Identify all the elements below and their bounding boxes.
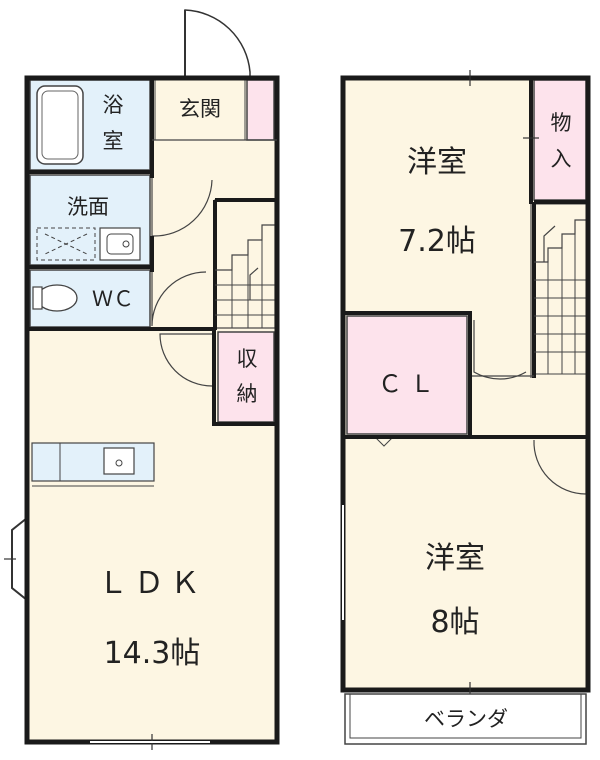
closet [346, 315, 468, 435]
kitchen-counter [31, 442, 155, 482]
floor-1: 浴 室 玄関 洗面 ＷＣ [4, 9, 280, 750]
closet-door-mark [375, 437, 393, 447]
stairs-2f-steps [534, 219, 586, 263]
entrance-floor [154, 79, 246, 141]
stairs-2f [533, 203, 587, 375]
veranda [344, 693, 587, 745]
washbasin-drain [122, 240, 130, 248]
wc-label: ＷＣ [92, 287, 134, 311]
kitchen-sink [103, 447, 135, 475]
wc-door-swing [151, 271, 207, 327]
western-room-2-label: 洋室 [425, 541, 485, 576]
washroom-door-swing [151, 178, 213, 237]
ldk-label: ＬＤＫ [98, 566, 206, 601]
room-1-door-swing [473, 320, 527, 380]
storeroom-label-2: 入 [551, 147, 572, 171]
storage-1f [217, 331, 275, 423]
stairs-1f-arrow [249, 267, 259, 300]
western-room-1-label: 洋室 [407, 145, 467, 180]
washing-machine-space [36, 227, 96, 261]
storage-label-2: 納 [237, 382, 258, 406]
bath-label-1: 浴 [103, 93, 124, 117]
entrance-door-swing [184, 9, 251, 78]
stairs-1f [214, 199, 276, 329]
floor-2: 物 入 洋室 7.2帖 ＣＬ 洋室 8帖 [340, 70, 591, 745]
veranda-rail [349, 693, 582, 739]
washing-machine-cross-2 [44, 233, 88, 255]
entrance-label: 玄関 [179, 97, 221, 121]
toilet-tank [32, 286, 43, 310]
stairs-2f-arrow [543, 225, 556, 262]
western-room-1-size: 7.2帖 [398, 224, 476, 259]
floor-2-outer-wall [340, 75, 591, 693]
storage-label-1: 収 [237, 347, 258, 371]
bath-label-2: 室 [103, 129, 124, 153]
bathtub-inner [41, 90, 79, 160]
storeroom [533, 79, 587, 201]
washbasin-bowl [106, 233, 134, 255]
toilet-bowl [36, 284, 78, 312]
room-2-door-swing [533, 439, 587, 495]
stairs-1f-steps [215, 224, 275, 271]
ldk-door-swing [159, 333, 213, 387]
closet-label: ＣＬ [378, 370, 442, 398]
storeroom-label-1: 物 [551, 111, 572, 135]
ldk-size-label: 14.3帖 [104, 636, 201, 671]
kitchen-sink-drain [115, 459, 123, 467]
shoe-closet [246, 79, 275, 141]
washroom-label: 洗面 [67, 195, 109, 219]
veranda-label: ベランダ [424, 707, 508, 731]
western-room-2-size: 8帖 [430, 605, 479, 640]
